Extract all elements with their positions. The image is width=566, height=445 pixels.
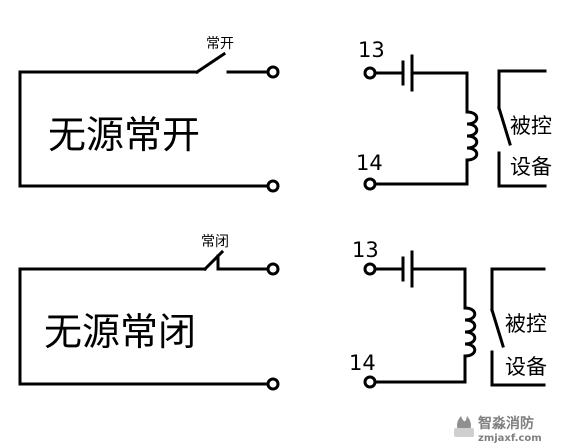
no-device-contact-upper [497, 69, 547, 110]
no-device-label-2: 设备 [510, 155, 552, 179]
nc-coil [463, 306, 477, 358]
no-circuit-wires [18, 70, 269, 188]
no-terminal-bottom [266, 179, 280, 193]
nc-coil-terminal-13 [363, 262, 377, 276]
no-device-contact-blade [497, 106, 512, 146]
no-terminal-top [266, 65, 280, 79]
no-coil [465, 110, 479, 162]
nc-pin-14-label: 14 [349, 351, 376, 375]
nc-coil-terminal-14 [363, 375, 377, 389]
no-pin-13-label: 13 [358, 38, 385, 62]
nc-title: 无源常闭 [44, 310, 196, 354]
no-coil-wire [410, 71, 469, 114]
watermark-name: 智淼消防 [477, 415, 534, 432]
nc-device-contact-upper [490, 267, 546, 312]
no-switch-blade [194, 51, 227, 75]
no-contact-circuit: 常开 无源常开 [18, 36, 280, 193]
nc-device-label-2: 设备 [505, 355, 547, 379]
no-switch-label: 常开 [206, 36, 234, 52]
watermark-url: zmjaxf.com [478, 433, 542, 444]
no-title: 无源常开 [48, 113, 200, 157]
no-coil-return [374, 158, 469, 186]
nc-terminal-top [266, 262, 280, 276]
no-device-label-1: 被控 [510, 114, 552, 138]
nc-device-contact-blade [490, 308, 505, 348]
nc-coil-return [374, 354, 467, 384]
no-coil-terminal-14 [363, 177, 377, 191]
nc-coil-wire [410, 267, 467, 310]
watermark-logo-icon [454, 416, 474, 437]
no-pin-14-label: 14 [356, 151, 383, 175]
nc-device-contact-lower [490, 350, 546, 387]
no-coil-circuit: 13 14 被控 设备 [356, 38, 552, 191]
no-coil-terminal-13 [363, 66, 377, 80]
nc-coil-circuit: 13 14 被控 设备 [349, 238, 547, 389]
nc-pin-13-label: 13 [352, 238, 379, 262]
nc-circuit-wires [18, 267, 269, 386]
no-device-contact-lower [497, 151, 547, 188]
nc-terminal-bottom [266, 377, 280, 391]
watermark: 智淼消防 zmjaxf.com [454, 415, 542, 444]
nc-switch-label: 常闭 [201, 234, 229, 250]
nc-contact-circuit: 常闭 无源常闭 [18, 234, 280, 391]
nc-device-label-1: 被控 [505, 312, 547, 336]
